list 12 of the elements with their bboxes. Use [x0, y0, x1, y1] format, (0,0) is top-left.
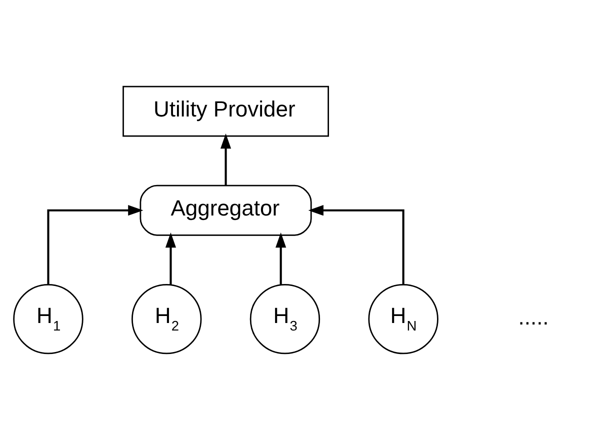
label: ..... — [518, 304, 549, 329]
arrow — [308, 204, 404, 284]
arrow — [47, 204, 144, 284]
arrow — [165, 232, 176, 284]
node-circle: H$_{2}$ — [132, 284, 202, 354]
node-box: Utility Provider — [122, 85, 329, 136]
node-box: Aggregator — [140, 184, 312, 236]
arrow — [220, 133, 232, 185]
node-circle: H$_{3}$ — [250, 284, 320, 354]
node-circle: H$_{N}$ — [368, 284, 438, 354]
arrow — [276, 232, 286, 284]
node-circle: H$_{1}$ — [13, 284, 84, 354]
